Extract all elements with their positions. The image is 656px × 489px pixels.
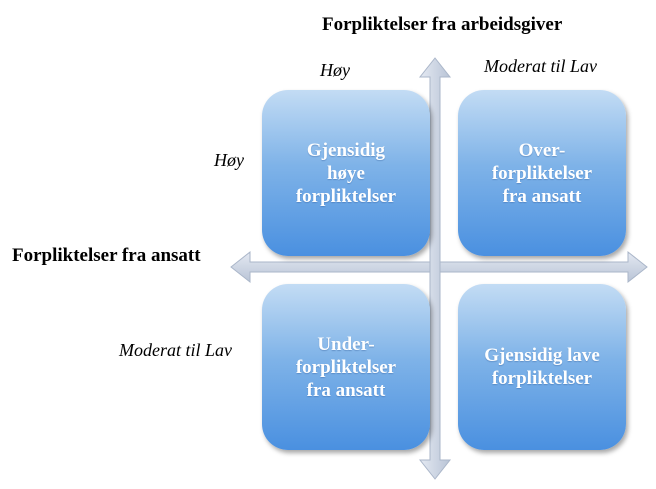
quadrant-mutual-low: Gjensidig lave forpliktelser [458,284,626,450]
employer-axis-title: Forpliktelser fra arbeidsgiver [322,14,563,35]
quadrant-over-commitment: Over- forpliktelser fra ansatt [458,90,626,256]
quadrant-over-commitment-text: Over- forpliktelser fra ansatt [491,139,593,207]
employee-axis-title: Forpliktelser fra ansatt [12,245,201,266]
vertical-axis-arrow [418,57,452,480]
quadrant-under-commitment: Under- forpliktelser fra ansatt [262,284,430,450]
quadrant-mutual-high-text: Gjensidig høye forpliktelser [295,139,397,207]
quadrant-mutual-high: Gjensidig høye forpliktelser [262,90,430,256]
quadrant-mutual-low-text: Gjensidig lave forpliktelser [484,345,600,389]
quadrant-under-commitment-text: Under- forpliktelser fra ansatt [295,333,397,401]
employer-low-label: Moderat til Lav [484,56,597,76]
employee-high-label: Høy [214,150,244,170]
employer-high-label: Høy [320,60,350,80]
employee-low-label: Moderat til Lav [119,340,232,360]
